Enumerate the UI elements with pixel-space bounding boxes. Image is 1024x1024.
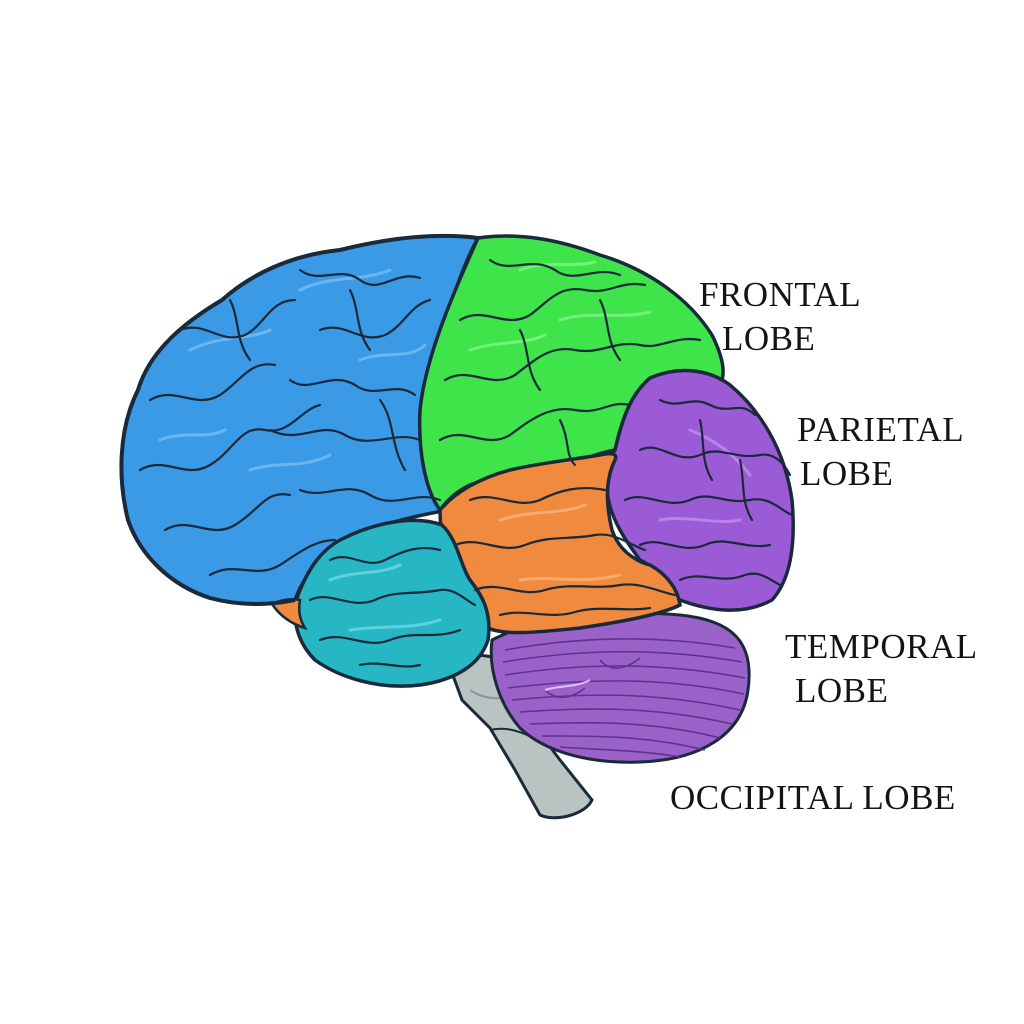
occipital-lobe-label-line1: OCCIPITAL LOBE: [670, 776, 956, 820]
temporal-lobe-label-line1: TEMPORAL: [785, 625, 978, 669]
parietal-lobe-label-line2: LOBE: [797, 452, 964, 496]
parietal-lobe-label-line1: PARIETAL: [797, 408, 964, 452]
frontal-lobe-label-line2: LOBE: [699, 317, 861, 361]
temporal-lobe-label: TEMPORAL LOBE: [785, 625, 978, 713]
parietal-lobe-label: PARIETAL LOBE: [797, 408, 964, 496]
temporal-lobe-label-line2: LOBE: [785, 669, 978, 713]
occipital-lobe-label: OCCIPITAL LOBE: [670, 776, 956, 820]
frontal-lobe-label-line1: FRONTAL: [699, 273, 861, 317]
frontal-lobe-label: FRONTAL LOBE: [699, 273, 861, 361]
